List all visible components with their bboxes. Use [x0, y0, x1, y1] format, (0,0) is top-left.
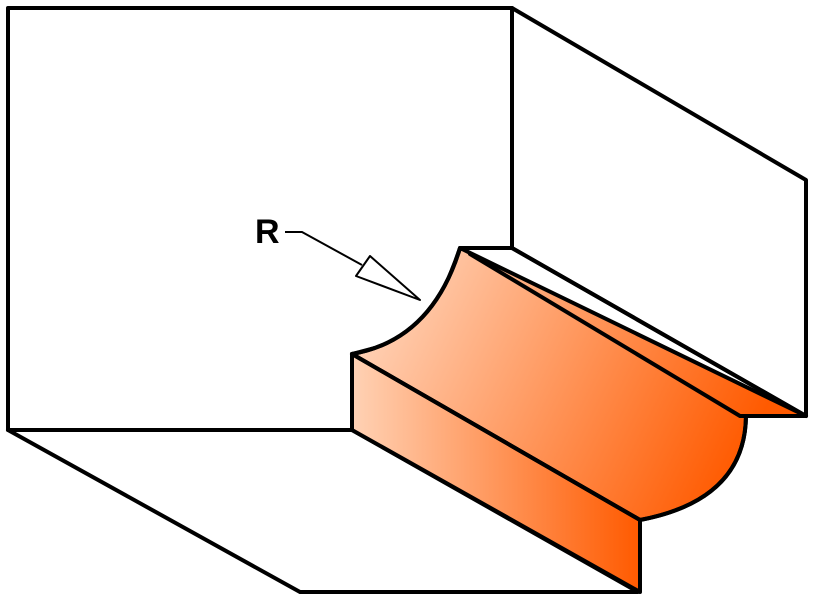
lower-cove-arc — [638, 414, 748, 522]
profile-mid-line — [350, 352, 642, 522]
cove-surface — [350, 246, 808, 522]
upper-fillet-line — [458, 246, 808, 418]
radius-label: R — [255, 213, 280, 251]
arrow-head — [355, 255, 421, 301]
cove-arc-edge — [350, 246, 462, 356]
radius-callout: R — [255, 213, 421, 301]
leader-line — [285, 231, 363, 266]
cut-profile — [350, 246, 808, 594]
